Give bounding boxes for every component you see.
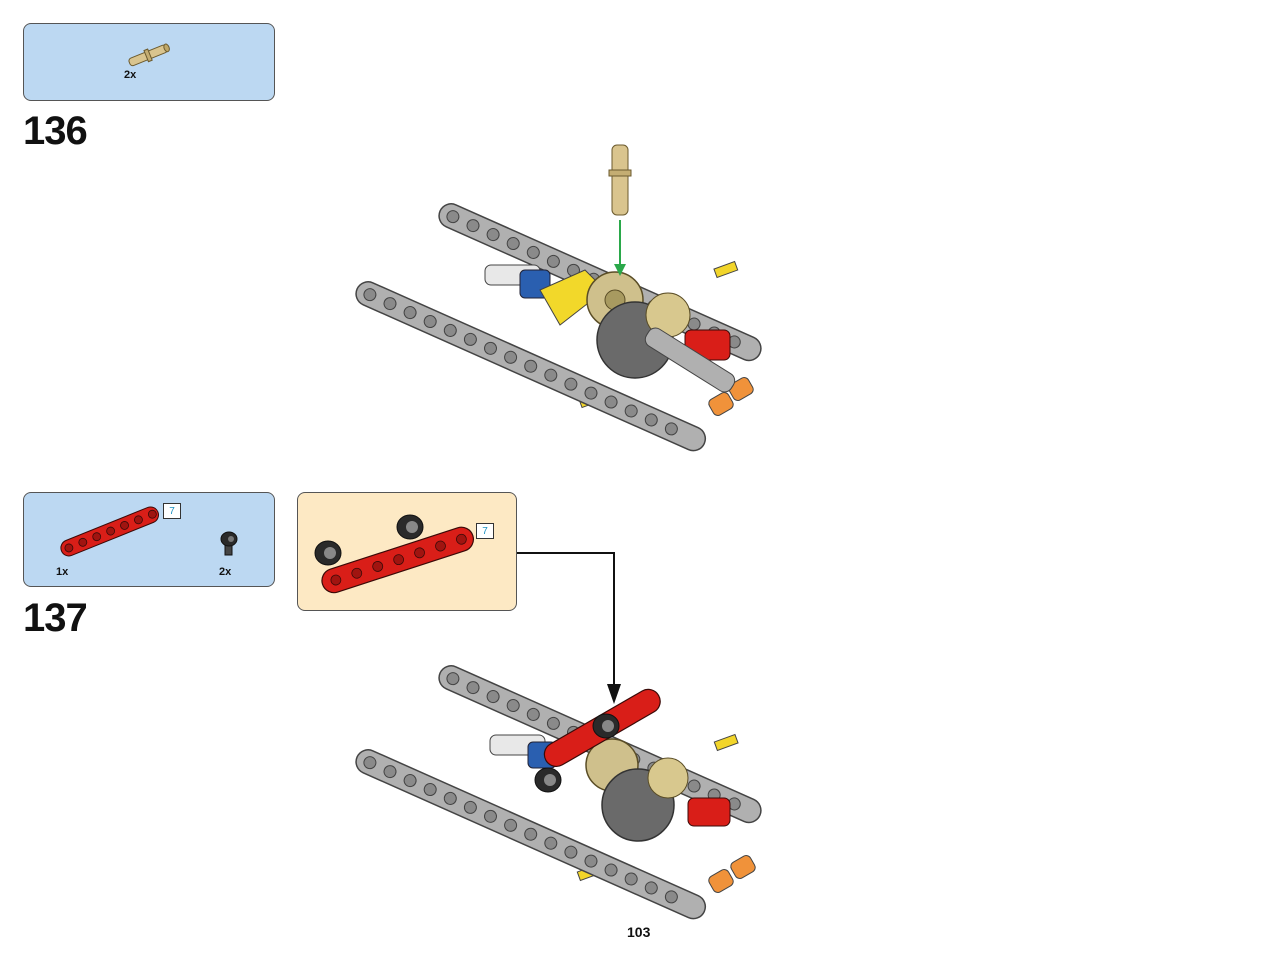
page-number: 103: [627, 924, 651, 940]
step-number: 137: [23, 596, 88, 640]
front-gray-beam: [355, 281, 707, 452]
black-pin-with-bush-icon: [220, 531, 238, 556]
beam-length-badge: 7: [476, 523, 494, 539]
beam-length-badge: 7: [163, 503, 181, 519]
part-quantity: 1x: [56, 566, 69, 578]
step-number: 136: [23, 109, 88, 153]
step-137-model-illustration: [355, 665, 762, 920]
red-beam-subassembly-icon: [314, 514, 475, 594]
step-137-parts-box: 7 1x 2x: [23, 492, 275, 587]
step-136-model-illustration: [355, 144, 762, 452]
tan-pin-insert: [608, 144, 632, 216]
callout-arrow: [517, 552, 621, 704]
red-beam-7-icon: [60, 506, 159, 557]
subassembly-callout: 7: [297, 492, 517, 611]
part-quantity: 2x: [124, 69, 137, 81]
tan-connector-pin-icon: [128, 43, 170, 67]
part-quantity: 2x: [219, 566, 232, 578]
step-136-parts-box: 2x: [23, 23, 275, 101]
